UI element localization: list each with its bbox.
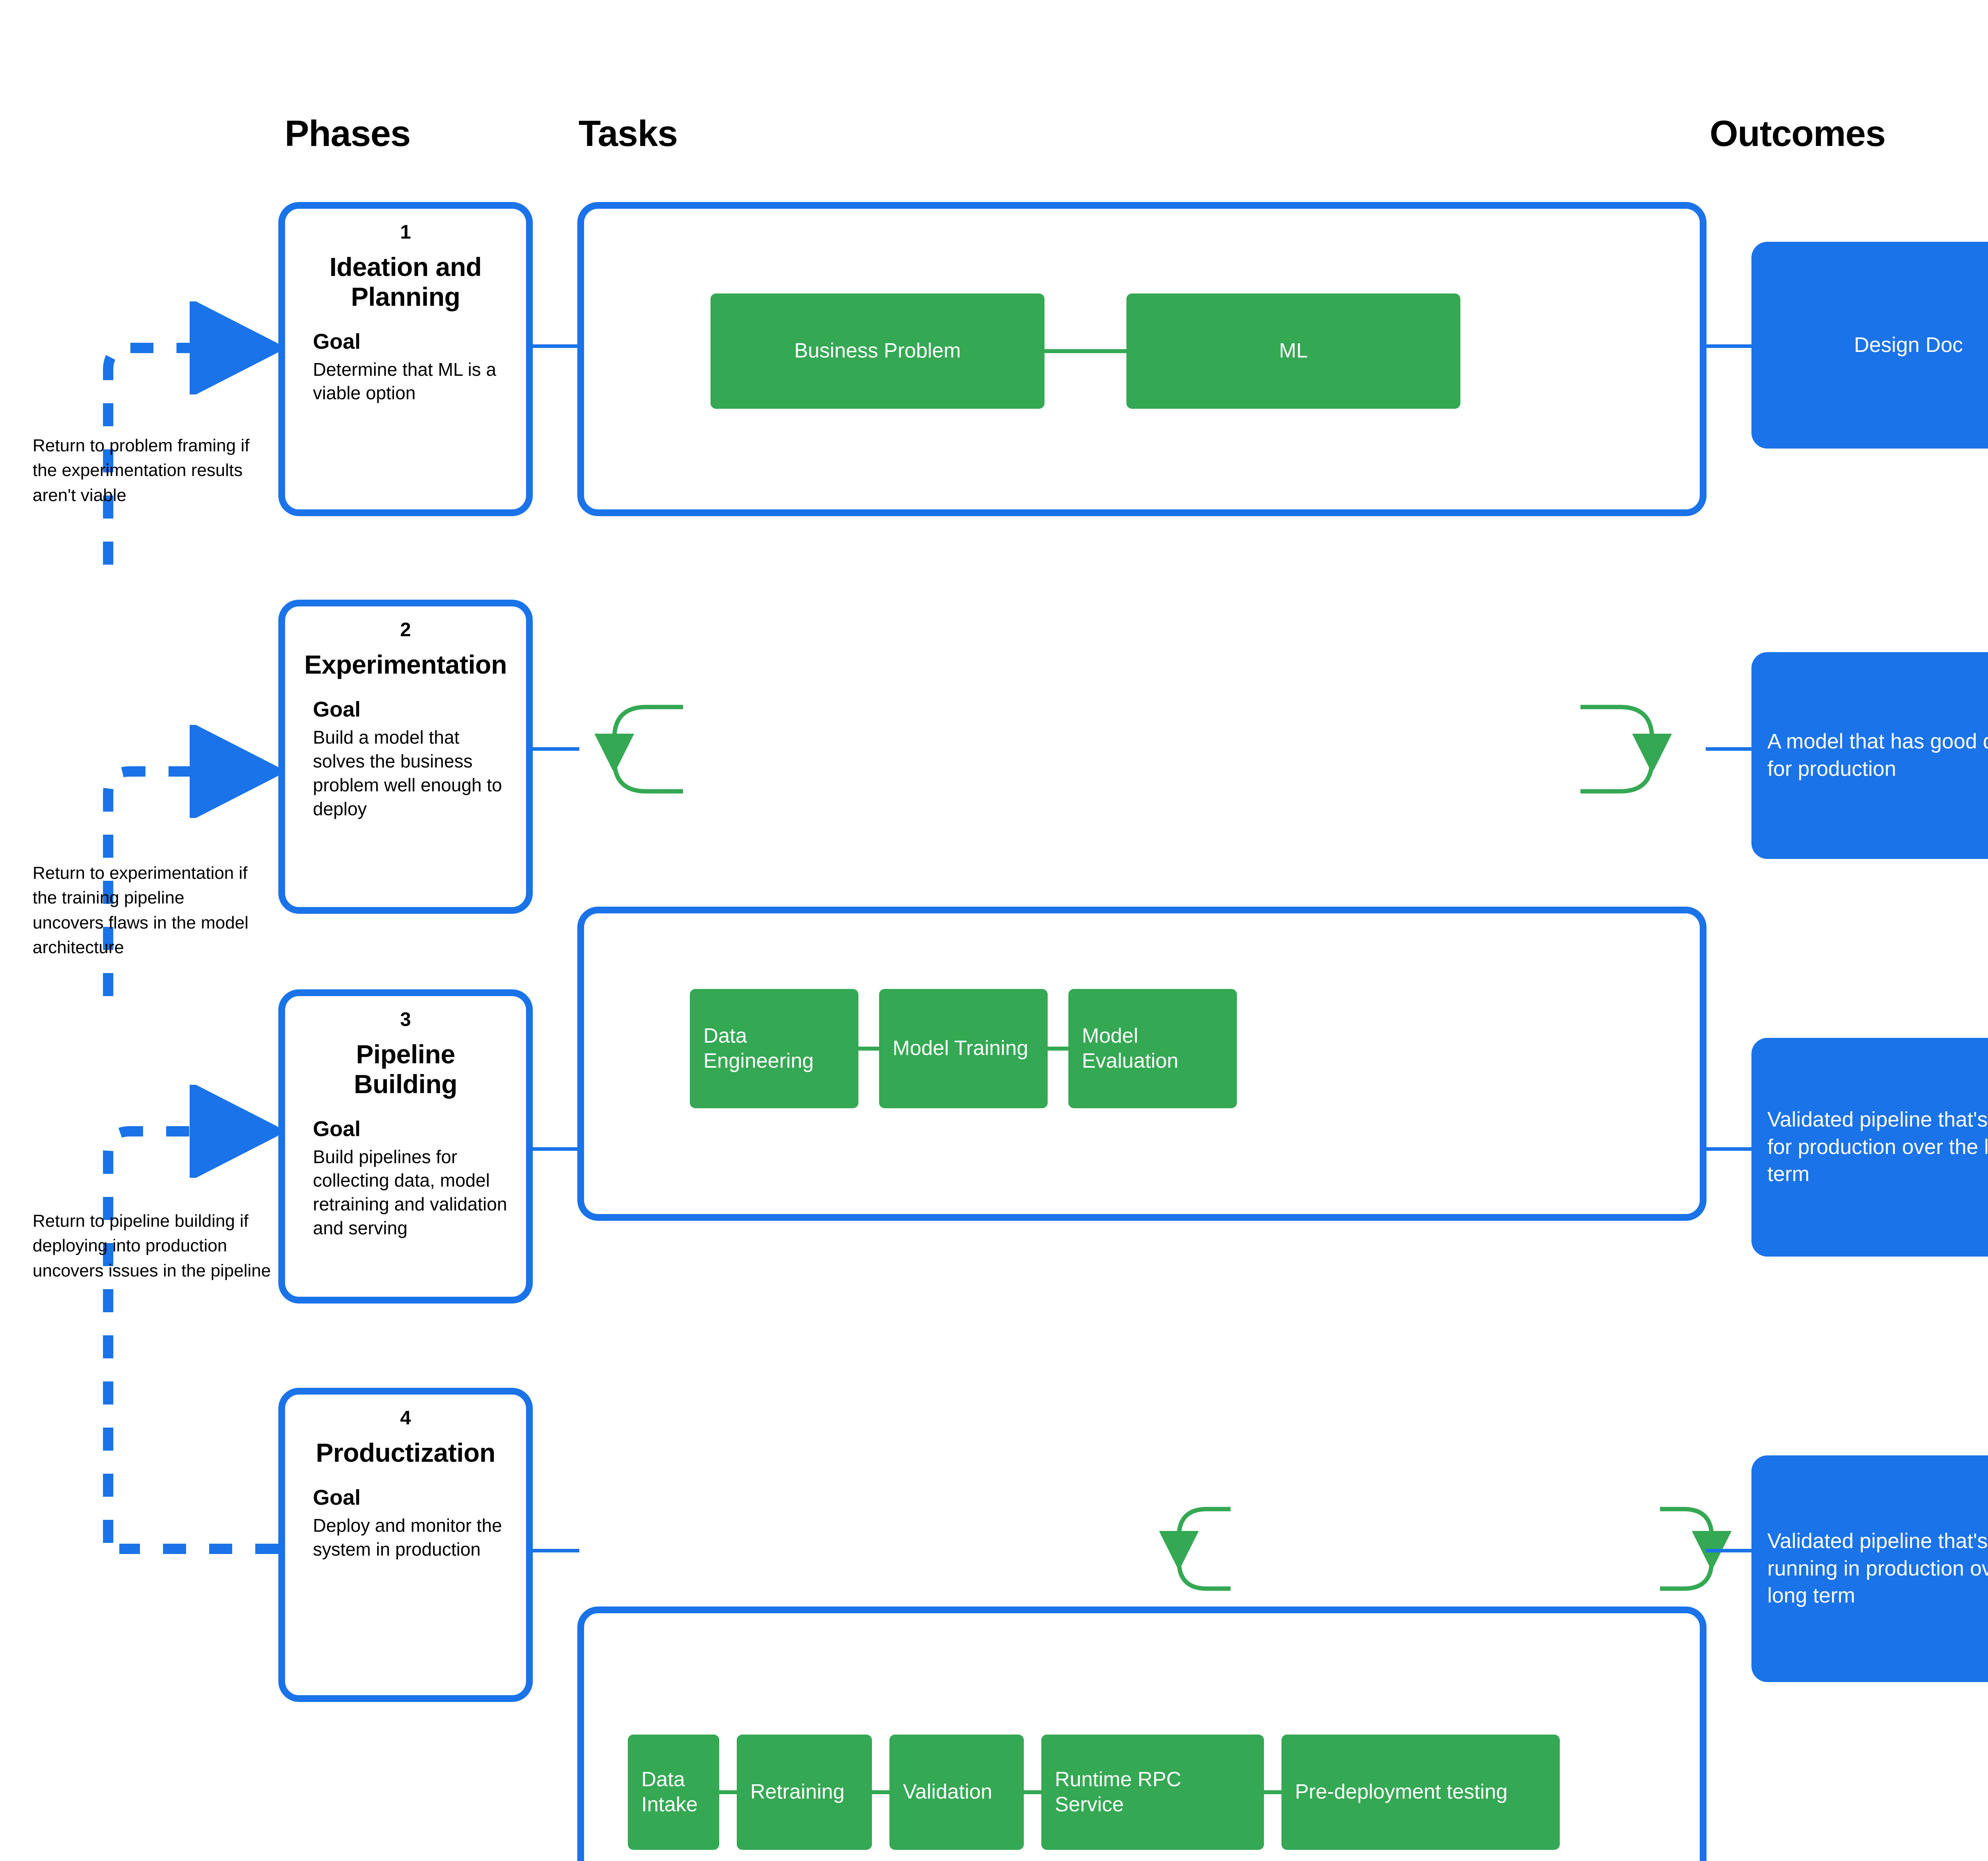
task-box-ml[interactable]: ML xyxy=(1126,293,1460,409)
tasks-card-2: Data Engineering Model Training Model Ev… xyxy=(577,907,1706,1221)
phase2-loop-left xyxy=(614,705,683,794)
annotation-left-2: Return to experimentation if the trainin… xyxy=(33,863,248,958)
goal-label-3: Goal xyxy=(313,1117,361,1141)
outcome-box-3[interactable]: Validated pipeline that's ready for prod… xyxy=(1751,1038,1988,1257)
phase-number-4: 4 xyxy=(400,1407,411,1429)
outcome-box-2[interactable]: A model that has good quality for produc… xyxy=(1751,652,1988,859)
phase-card-1[interactable]: 1 Ideation and Planning Goal Determine t… xyxy=(278,202,533,516)
phase-number-1: 1 xyxy=(400,221,411,243)
outcome-box-1[interactable]: Design Doc xyxy=(1751,242,1988,449)
green-link-3c xyxy=(1024,1790,1041,1794)
phase-card-4[interactable]: 4 Productization Goal Deploy and monitor… xyxy=(278,1388,533,1702)
phase-number-2: 2 xyxy=(400,619,411,641)
green-link-3a xyxy=(719,1790,737,1794)
green-link-3d xyxy=(1264,1790,1281,1794)
phase2-loop-right xyxy=(1580,705,1652,794)
phase-title-2: Experimentation xyxy=(304,650,507,680)
goal-text-1: Determine that ML is a viable option xyxy=(313,359,497,404)
goal-text-2: Build a model that solves the business p… xyxy=(313,727,502,819)
phase-title-3: Pipeline Building xyxy=(354,1039,457,1099)
tasks-card-1: Business Problem ML xyxy=(577,202,1706,516)
task-box-business-problem[interactable]: Business Problem xyxy=(711,293,1044,409)
link-tasks1-outcome1 xyxy=(1706,344,1753,348)
column-header-outcomes: Outcomes xyxy=(1710,113,1886,154)
phase-card-2[interactable]: 2 Experimentation Goal Build a model tha… xyxy=(278,600,533,914)
phase-title-4: Productization xyxy=(316,1438,495,1468)
annotation-left-1: Return to problem framing if the experim… xyxy=(33,436,250,505)
column-header-tasks: Tasks xyxy=(579,113,678,154)
goal-label-4: Goal xyxy=(313,1486,361,1510)
task-box-model-evaluation[interactable]: Model Evaluation xyxy=(1068,989,1237,1108)
link-phase2-tasks2 xyxy=(532,747,579,751)
task-box-data-intake[interactable]: Data Intake xyxy=(628,1735,719,1850)
phase-title-1: Ideation and Planning xyxy=(329,252,482,312)
link-phase4-tasks4 xyxy=(532,1549,579,1552)
goal-text-4: Deploy and monitor the system in product… xyxy=(313,1515,502,1560)
goal-text-3: Build pipelines for collecting data, mod… xyxy=(313,1146,507,1239)
annotation-left-3: Return to pipeline building if deploying… xyxy=(33,1211,271,1280)
link-phase3-tasks3 xyxy=(532,1147,579,1151)
link-tasks2-outcome2 xyxy=(1706,747,1753,751)
task-box-model-training[interactable]: Model Training xyxy=(879,989,1048,1108)
tasks-card-3: Data Intake Retraining Validation Runtim… xyxy=(577,1607,1706,1861)
outcome-box-4[interactable]: Validated pipeline that's running in pro… xyxy=(1751,1455,1988,1682)
link-tasks4-outcome4 xyxy=(1706,1549,1753,1552)
phase4-loop-right xyxy=(1660,1507,1712,1591)
green-link-2b xyxy=(1048,1047,1068,1051)
green-link-2a xyxy=(858,1047,879,1051)
task-box-data-engineering[interactable]: Data Engineering xyxy=(690,989,858,1108)
phase-card-3[interactable]: 3 Pipeline Building Goal Build pipelines… xyxy=(278,989,533,1303)
green-link-3b xyxy=(872,1790,889,1794)
task-box-runtime-rpc-service[interactable]: Runtime RPC Service xyxy=(1041,1735,1264,1850)
goal-label-2: Goal xyxy=(313,697,361,722)
phase4-loop-left xyxy=(1179,1507,1231,1591)
green-link-1 xyxy=(1044,349,1126,353)
column-header-phases: Phases xyxy=(285,113,411,154)
task-box-pre-deployment-testing[interactable]: Pre-deployment testing xyxy=(1281,1735,1560,1850)
task-box-validation[interactable]: Validation xyxy=(889,1735,1024,1850)
feedback-arrow-3 xyxy=(103,1131,223,1543)
link-tasks3-outcome3 xyxy=(1706,1147,1753,1151)
phase-number-3: 3 xyxy=(400,1009,411,1030)
task-box-retraining[interactable]: Retraining xyxy=(737,1735,872,1850)
goal-label-1: Goal xyxy=(313,329,361,354)
link-phase1-tasks1 xyxy=(532,344,579,348)
